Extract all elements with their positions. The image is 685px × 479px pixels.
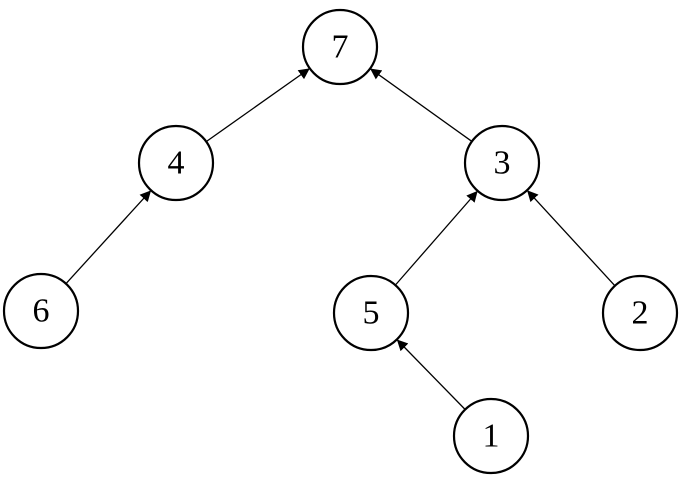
node-6-label: 6 <box>33 293 50 330</box>
node-3-label: 3 <box>494 145 511 182</box>
edge-6-to-4 <box>65 189 152 285</box>
edge-5-to-3 <box>394 190 479 286</box>
node-6: 6 <box>2 272 80 350</box>
node-7-label: 7 <box>332 29 349 66</box>
node-2-label: 2 <box>632 295 649 332</box>
node-5: 5 <box>332 274 410 352</box>
node-2: 2 <box>601 274 679 352</box>
node-1-label: 1 <box>483 418 500 455</box>
node-5-label: 5 <box>363 295 380 332</box>
node-7: 7 <box>301 8 379 86</box>
edge-1-to-5 <box>396 339 466 410</box>
edge-3-to-7 <box>369 68 473 142</box>
edge-2-to-3 <box>526 189 616 287</box>
node-3: 3 <box>463 124 541 202</box>
node-4: 4 <box>137 124 215 202</box>
edge-layer <box>65 67 616 410</box>
edge-4-to-7 <box>205 67 311 143</box>
node-4-label: 4 <box>168 145 185 182</box>
node-1: 1 <box>452 397 530 475</box>
